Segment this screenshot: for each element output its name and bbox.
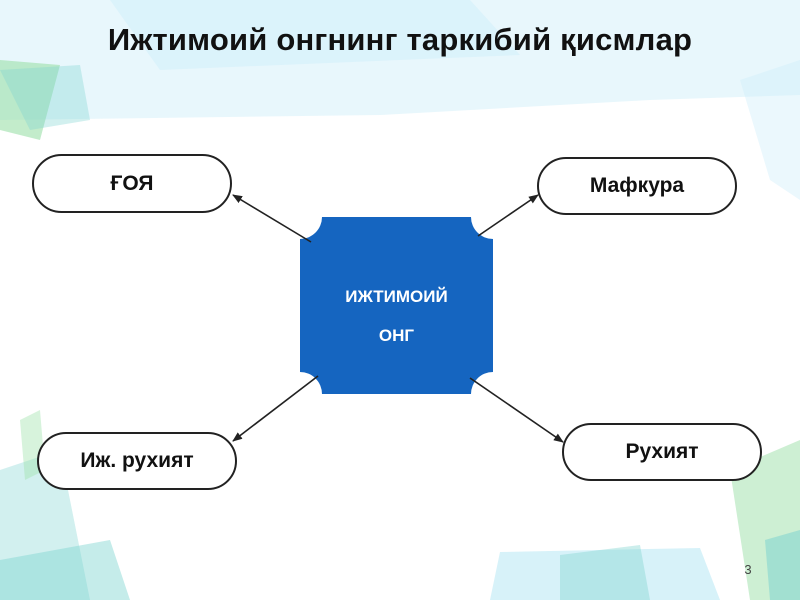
node-goya: ҒОЯ [32,154,232,213]
central-concept-shape [300,217,493,394]
central-concept-label: ИЖТИМОИЙ ОНГ [300,277,493,355]
bottom-left-teal [0,540,130,600]
left-green-shard [0,60,60,140]
top-band [0,0,800,120]
bottom-right-teal [765,530,800,600]
left-teal-shard [0,65,90,130]
bottom-teal-shard [560,545,650,600]
node-ij-ruhiyat: Иж. рухият [37,432,237,490]
node-ruhiyat: Рухият [562,423,762,481]
arrow-to-ruhiyat [469,377,564,443]
right-top-shard [740,60,800,200]
slide-title: Ижтимоий онгнинг таркибий қисмлар [107,22,693,57]
arrow-to-ij-ruhiyat [232,375,319,442]
central-concept-line1: ИЖТИМОИЙ [345,287,448,306]
arrow-to-mafkura [477,194,539,237]
page-number: 3 [744,562,752,577]
top-highlight [110,0,520,70]
bottom-band [490,548,720,600]
node-mafkura: Мафкура [537,157,737,215]
arrow-to-goya [232,194,312,243]
central-concept-line2: ОНГ [378,326,415,345]
